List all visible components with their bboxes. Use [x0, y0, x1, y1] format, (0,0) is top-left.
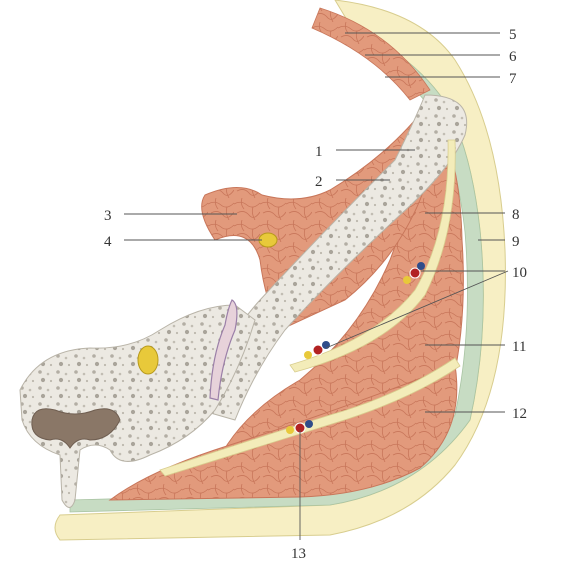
- label-10: 10: [512, 265, 527, 281]
- label-5: 5: [509, 27, 517, 43]
- label-11: 11: [512, 339, 526, 355]
- label-1: 1: [315, 144, 323, 160]
- label-8: 8: [512, 207, 520, 223]
- label-12: 12: [512, 406, 527, 422]
- label-3: 3: [104, 208, 112, 224]
- label-4: 4: [104, 234, 112, 250]
- label-2: 2: [315, 174, 323, 190]
- nerve-small: [138, 346, 158, 374]
- label-13: 13: [291, 546, 306, 562]
- label-9: 9: [512, 234, 520, 250]
- label-6: 6: [509, 49, 517, 65]
- label-7: 7: [509, 71, 517, 87]
